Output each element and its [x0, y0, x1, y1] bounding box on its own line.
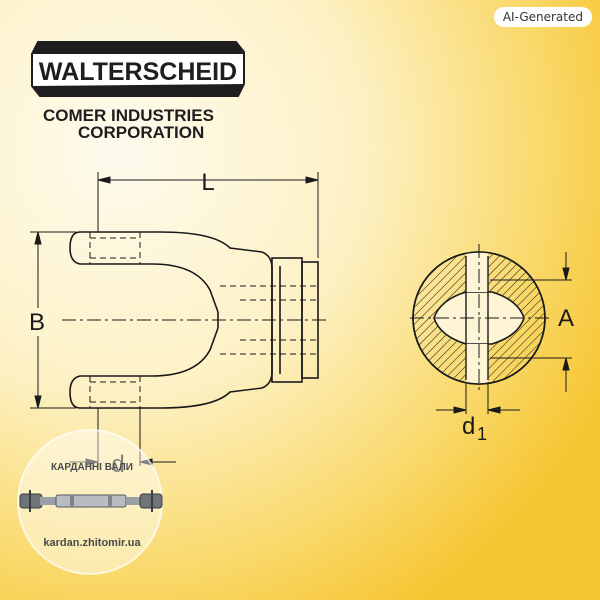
- dimension-L-label: L: [201, 169, 214, 196]
- dimension-d1: [436, 382, 520, 414]
- cross-section-drawing: [410, 244, 550, 394]
- brand-line-1: COMER INDUSTRIES: [43, 106, 214, 125]
- dimension-A-label: A: [558, 305, 574, 332]
- dimension-d1-label: d: [462, 413, 475, 440]
- dimension-B-label-bg: [26, 308, 50, 336]
- drive-shaft-icon: [19, 490, 163, 512]
- kardan-watermark: КАРДАННІ ВАЛИ kardan.zhitomir.ua: [17, 429, 163, 575]
- dimension-d-label: d: [111, 451, 124, 478]
- brand-line-2: CORPORATION: [78, 123, 204, 142]
- dimension-B-label: B: [29, 309, 45, 336]
- yoke-hidden-lines: [62, 232, 330, 408]
- watermark-title: КАРДАННІ ВАЛИ: [51, 462, 133, 473]
- dimension-A: [490, 252, 572, 392]
- watermark-url: kardan.zhitomir.ua: [43, 537, 141, 549]
- brand-logo: WALTERSCHEID: [31, 41, 245, 97]
- ai-generated-badge: AI-Generated: [493, 7, 592, 27]
- dimension-d1-subscript: 1: [477, 424, 487, 444]
- dimension-L: [97, 172, 319, 258]
- brand-name: WALTERSCHEID: [39, 58, 237, 86]
- dimension-B: [30, 231, 76, 409]
